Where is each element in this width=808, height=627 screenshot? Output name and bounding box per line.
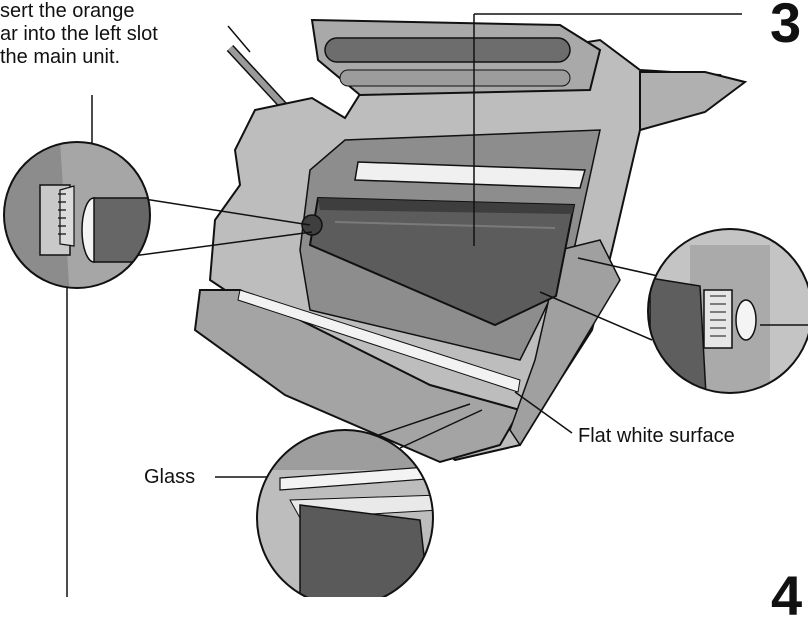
instruction-text: sert the orange ar into the left slot th… — [0, 0, 808, 69]
instruction-line-1: sert the orange — [0, 0, 135, 22]
gear-slot-detail-zoom — [3, 141, 151, 289]
fax-machine-illustration — [3, 13, 808, 597]
right-gear-detail-zoom — [647, 228, 808, 394]
step-number-3: 3 — [770, 0, 802, 54]
glass-detail-zoom — [256, 429, 434, 597]
flat-white-surface-label: Flat white surface — [578, 425, 735, 447]
instruction-line-3: the main unit. — [0, 46, 121, 68]
step-number-4: 4 — [771, 564, 803, 627]
instruction-line-2: ar into the left slot — [0, 23, 158, 45]
glass-label: Glass — [144, 466, 196, 488]
ink-film-roller — [301, 161, 586, 327]
